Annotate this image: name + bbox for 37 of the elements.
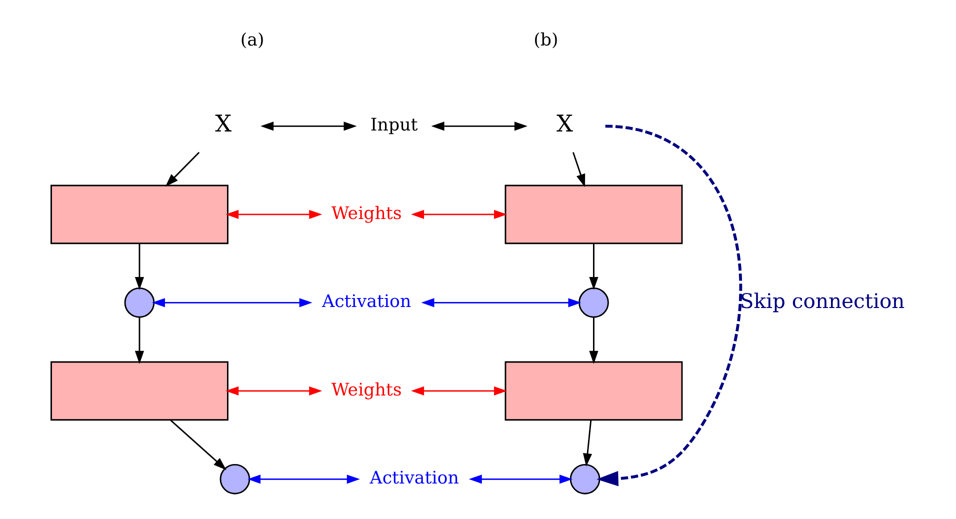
edge-label: Skip connection — [740, 288, 905, 313]
node-text: Input — [370, 115, 418, 136]
node-text: X — [556, 111, 574, 138]
arrow — [589, 243, 598, 290]
arrow — [411, 386, 508, 395]
arrow — [589, 316, 598, 364]
arrow — [152, 298, 312, 307]
node-text: Activation — [370, 468, 459, 488]
node-circle — [124, 286, 155, 318]
node-circle — [578, 286, 609, 318]
arrow — [134, 243, 144, 290]
arrow — [226, 386, 322, 395]
arrow — [582, 420, 592, 466]
arrow — [165, 151, 200, 186]
arrow — [596, 124, 742, 486]
node-text: Weights — [331, 203, 402, 224]
node-box — [504, 360, 683, 420]
arrow — [170, 419, 226, 470]
node-text: Activation — [322, 292, 412, 312]
arrow — [468, 474, 573, 484]
node-box — [504, 184, 683, 244]
arrow — [411, 209, 508, 218]
arrow — [431, 121, 528, 130]
arrow — [134, 316, 144, 364]
node-circle — [220, 463, 250, 494]
label: (b) — [534, 30, 558, 50]
arrow — [260, 121, 357, 130]
node-text: Weights — [331, 380, 402, 400]
node-box — [50, 360, 228, 420]
arrow — [247, 474, 360, 484]
arrow — [421, 298, 582, 307]
arrow — [572, 152, 586, 187]
label: (a) — [240, 30, 264, 50]
node-box — [50, 184, 228, 244]
node-text: X — [215, 111, 232, 138]
node-circle — [570, 463, 600, 494]
arrow — [226, 209, 322, 218]
